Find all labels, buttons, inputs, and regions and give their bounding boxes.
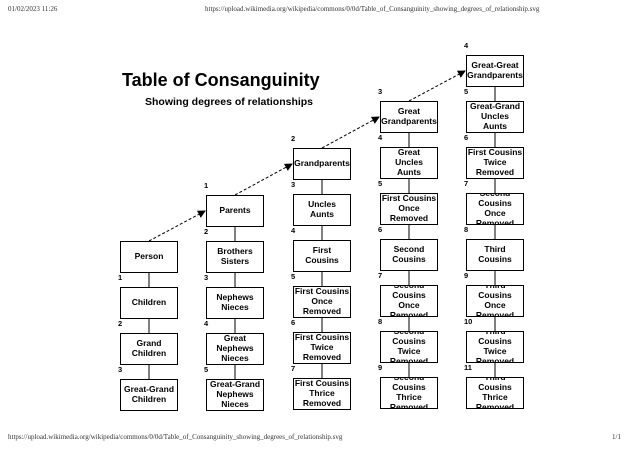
degree-third-cousins: 8	[464, 225, 469, 234]
degree-brothers-sisters: 2	[204, 227, 209, 236]
node-second-cousins-twice-removed: Second Cousins Twice Removed	[380, 331, 438, 363]
degree-grand-children: 2	[118, 319, 123, 328]
degree-first-cousins-twice-removed-2: 6	[464, 133, 469, 142]
degree-children: 1	[118, 273, 123, 282]
degree-grandparents: 2	[291, 134, 296, 143]
print-footer-url: https://upload.wikimedia.org/wikipedia/c…	[8, 433, 343, 441]
diagram-title: Table of Consanguinity	[122, 70, 320, 90]
node-great-grand-nephews-nieces: Great-Grand Nephews Nieces	[206, 379, 264, 411]
degree-first-cousins-twice-removed: 6	[291, 318, 296, 327]
degree-parents: 1	[204, 181, 209, 190]
node-great-great-grandparents: Great-Great Grandparents	[466, 55, 524, 87]
print-datetime: 01/02/2023 11:26	[8, 5, 58, 13]
degree-nephews-nieces: 3	[204, 273, 209, 282]
node-first-cousins-thrice-removed: First Cousins Thrice Removed	[293, 378, 351, 410]
node-great-grand-uncles-aunts: Great-Grand Uncles Aunts	[466, 101, 524, 133]
node-nephews-nieces: Nephews Nieces	[206, 287, 264, 319]
degree-third-cousins-thrice-removed: 11	[464, 363, 472, 372]
degree-second-cousins-once-removed-2: 7	[464, 179, 469, 188]
degree-first-cousins-once-removed: 5	[291, 272, 296, 281]
node-first-cousins-once-removed-2: First Cousins Once Removed	[380, 193, 438, 225]
degree-great-grand-children: 3	[118, 365, 123, 374]
ancestor-arrow	[321, 116, 380, 149]
node-grandparents: Grandparents	[293, 148, 351, 180]
node-uncles-aunts: Uncles Aunts	[293, 194, 351, 226]
degree-second-cousins-once-removed: 7	[378, 271, 383, 280]
node-grand-children: Grand Children	[120, 333, 178, 365]
degree-great-nephews-nieces: 4	[204, 319, 209, 328]
ancestor-arrow	[234, 163, 293, 196]
degree-first-cousins-thrice-removed: 7	[291, 364, 296, 373]
degree-second-cousins-thrice-removed: 9	[378, 363, 383, 372]
degree-third-cousins-once-removed: 9	[464, 271, 469, 280]
ancestor-arrow	[148, 210, 206, 242]
ancestor-arrow	[408, 70, 466, 102]
node-great-grand-children: Great-Grand Children	[120, 379, 178, 411]
node-second-cousins: Second Cousins	[380, 239, 438, 271]
node-first-cousins: First Cousins	[293, 240, 351, 272]
node-great-nephews-nieces: Great Nephews Nieces	[206, 333, 264, 365]
node-great-grandparents: Great Grandparents	[380, 101, 438, 133]
diagram-subtitle: Showing degrees of relationships	[145, 96, 314, 108]
print-header-url: https://upload.wikimedia.org/wikipedia/c…	[205, 5, 540, 13]
degree-great-grandparents: 3	[378, 87, 383, 96]
degree-great-great-grandparents: 4	[464, 41, 469, 50]
node-person: Person	[120, 241, 178, 273]
node-brothers-sisters: Brothers Sisters	[206, 241, 264, 273]
node-third-cousins: Third Cousins	[466, 239, 524, 271]
node-second-cousins-once-removed-2: Second Cousins Once Removed	[466, 193, 524, 225]
degree-first-cousins-once-removed-2: 5	[378, 179, 383, 188]
node-first-cousins-once-removed: First Cousins Once Removed	[293, 286, 351, 318]
node-first-cousins-twice-removed-2: First Cousins Twice Removed	[466, 147, 524, 179]
degree-second-cousins-twice-removed: 8	[378, 317, 383, 326]
degree-great-grand-uncles-aunts: 5	[464, 87, 469, 96]
degree-great-grand-nephews-nieces: 5	[204, 365, 209, 374]
node-second-cousins-thrice-removed: Second Cousins Thrice Removed	[380, 377, 438, 409]
degree-first-cousins: 4	[291, 226, 296, 235]
degree-uncles-aunts: 3	[291, 180, 296, 189]
node-parents: Parents	[206, 195, 264, 227]
node-great-uncles-aunts: Great Uncles Aunts	[380, 147, 438, 179]
degree-great-uncles-aunts: 4	[378, 133, 383, 142]
node-third-cousins-once-removed: Third Cousins Once Removed	[466, 285, 524, 317]
node-third-cousins-twice-removed: Third Cousins Twice Removed	[466, 331, 524, 363]
node-second-cousins-once-removed: Second Cousins Once Removed	[380, 285, 438, 317]
print-page-number: 1/1	[612, 433, 621, 441]
degree-second-cousins: 6	[378, 225, 383, 234]
node-third-cousins-thrice-removed: Third Cousins Thrice Removed	[466, 377, 524, 409]
degree-third-cousins-twice-removed: 10	[464, 317, 473, 326]
node-first-cousins-twice-removed: First Cousins Twice Removed	[293, 332, 351, 364]
node-children: Children	[120, 287, 178, 319]
